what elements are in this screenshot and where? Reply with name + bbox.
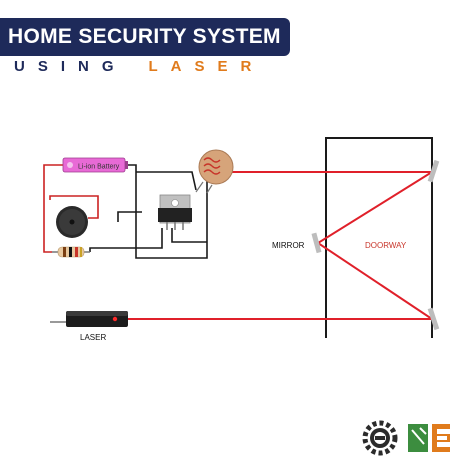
ldr-sensor: [195, 149, 234, 194]
doorway-label: DOORWAY: [365, 241, 407, 250]
subtitle: USING LASER: [14, 56, 264, 78]
e-logo-icon: [408, 424, 450, 452]
battery-label: Li-ion Battery: [78, 164, 120, 171]
mirror-bottom-right: [427, 307, 440, 331]
gear-logo-icon: [362, 420, 398, 456]
mirror-label: MIRROR: [272, 241, 305, 250]
title-banner: HOME SECURITY SYSTEM: [0, 18, 290, 56]
resistor: [52, 246, 90, 258]
circuit-wires-red: [43, 164, 99, 253]
laser-module: [50, 311, 128, 327]
laser-label: LASER: [80, 333, 106, 342]
page-title: HOME SECURITY SYSTEM: [8, 25, 281, 48]
circuit-wires: [89, 164, 208, 259]
buzzer: [56, 206, 88, 238]
battery: Li-ion Battery: [62, 157, 128, 173]
subtitle-word-laser: LASER: [148, 58, 265, 75]
transistor: [158, 194, 192, 230]
mirror-left: [311, 232, 322, 254]
mirror-top-right: [427, 159, 440, 183]
subtitle-word-using: USING: [14, 58, 127, 75]
